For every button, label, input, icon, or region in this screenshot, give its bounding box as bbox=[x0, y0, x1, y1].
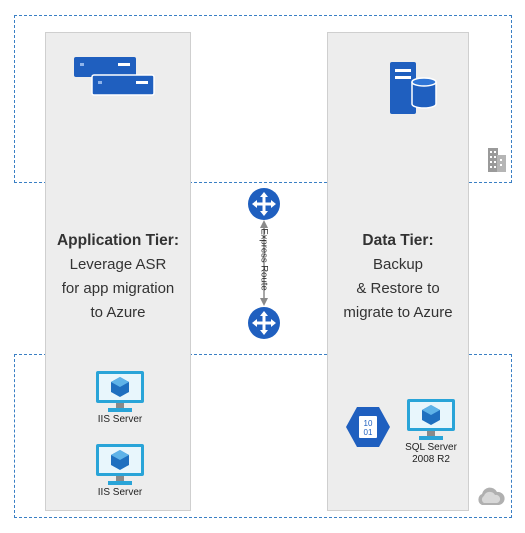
servers-icon bbox=[74, 57, 155, 96]
building-icon bbox=[488, 148, 506, 172]
svg-text:10: 10 bbox=[364, 419, 373, 428]
vm-icon bbox=[96, 371, 144, 412]
express-route-connector bbox=[260, 220, 268, 306]
backup-vault-icon: 10 01 bbox=[346, 407, 390, 447]
router-icon bbox=[248, 307, 280, 339]
data-tier-title: Data Tier: bbox=[362, 232, 434, 249]
router-icon bbox=[248, 188, 280, 220]
data-tier-line-2: & Restore to bbox=[356, 280, 440, 297]
iis-server-label-1: IIS Server bbox=[97, 414, 143, 425]
vm-icon bbox=[96, 444, 144, 485]
cloud-icon bbox=[478, 487, 505, 505]
sql-server-label-line-1: SQL Server bbox=[405, 442, 457, 453]
application-tier-title: Application Tier: bbox=[56, 232, 179, 249]
data-tier-description: Data Tier: Backup & Restore to migrate t… bbox=[327, 229, 469, 325]
application-tier-line-1: Leverage ASR bbox=[69, 256, 167, 273]
application-tier-line-3: to Azure bbox=[90, 304, 146, 321]
data-tier-line-3: migrate to Azure bbox=[343, 304, 453, 321]
application-tier-column bbox=[45, 32, 191, 511]
express-route-label: Express Route bbox=[258, 228, 270, 291]
application-tier-line-2: for app migration bbox=[61, 280, 175, 297]
application-tier-description: Application Tier: Leverage ASR for app m… bbox=[45, 229, 191, 325]
on-premises-boundary bbox=[14, 15, 512, 183]
sql-server-label-line-2: 2008 R2 bbox=[412, 454, 450, 465]
vm-icon bbox=[407, 399, 455, 440]
iis-server-label-2: IIS Server bbox=[97, 487, 143, 498]
cloud-boundary bbox=[14, 354, 512, 518]
data-tier-line-1: Backup bbox=[372, 256, 424, 273]
sql-server-label: SQL Server 2008 R2 bbox=[381, 442, 481, 466]
svg-text:01: 01 bbox=[364, 428, 373, 437]
database-server-icon bbox=[390, 62, 437, 114]
